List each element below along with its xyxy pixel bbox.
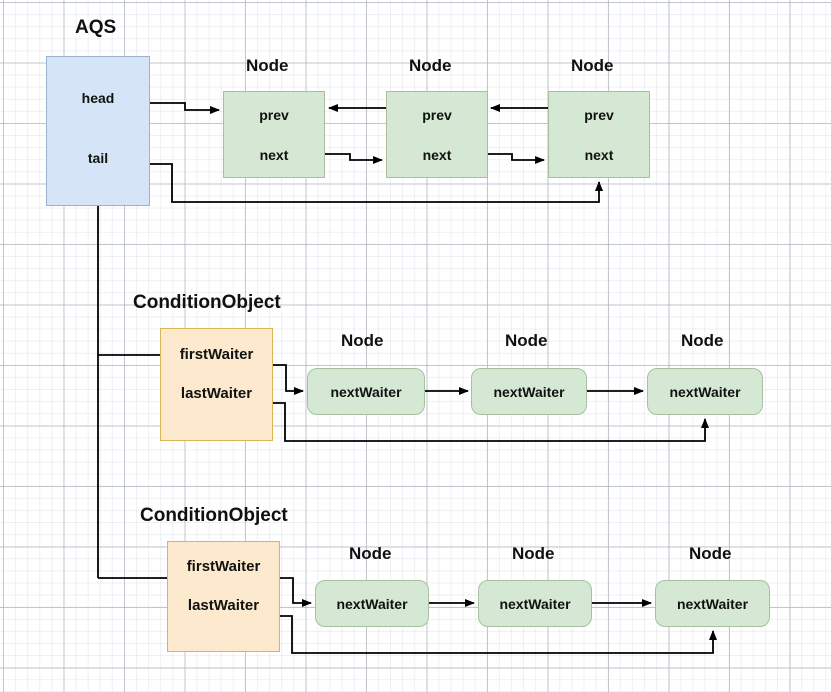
- cond2-waiter-node-2[interactable]: nextWaiter: [478, 580, 592, 627]
- condition-object-2-box[interactable]: firstWaiter lastWaiter: [167, 541, 280, 652]
- sync-node-1-caption: Node: [246, 56, 289, 75]
- condition-object-2-field-lastwaiter: lastWaiter: [187, 596, 260, 614]
- condition-object-1-title: ConditionObject: [133, 292, 281, 313]
- sync-node-2[interactable]: prev next: [386, 91, 488, 178]
- cond2-waiter-node-3[interactable]: nextWaiter: [655, 580, 770, 627]
- condition-object-2-title: ConditionObject: [140, 505, 288, 526]
- sync-node-2-field-next: next: [422, 146, 452, 163]
- aqs-title: AQS: [75, 17, 117, 38]
- aqs-box[interactable]: head tail: [46, 56, 150, 206]
- cond1-waiter-node-1[interactable]: nextWaiter: [307, 368, 425, 415]
- cond1-waiter-1-field: nextWaiter: [330, 383, 402, 400]
- sync-node-1-field-prev: prev: [259, 106, 289, 123]
- cond2-waiter-2-caption: Node: [512, 544, 555, 563]
- aqs-field-tail: tail: [87, 150, 109, 166]
- wire-cond2-first-to-waiter1: [280, 577, 312, 607]
- aqs-field-head: head: [81, 90, 115, 106]
- wire-cond1-first-to-waiter1: [273, 364, 304, 395]
- condition-object-1-box[interactable]: firstWaiter lastWaiter: [160, 328, 273, 441]
- cond2-waiter-node-1[interactable]: nextWaiter: [315, 580, 429, 627]
- sync-node-3-field-next: next: [584, 146, 614, 163]
- condition-object-2-field-firstwaiter: firstWaiter: [186, 557, 261, 575]
- cond1-waiter-node-2[interactable]: nextWaiter: [471, 368, 587, 415]
- wire-head-to-node1: [150, 102, 220, 114]
- cond2-waiter-1-caption: Node: [349, 544, 392, 563]
- cond1-waiter-2-caption: Node: [505, 331, 548, 350]
- cond2-waiter-3-field: nextWaiter: [676, 595, 749, 612]
- cond2-waiter-2-field: nextWaiter: [499, 595, 571, 612]
- sync-node-1[interactable]: prev next: [223, 91, 325, 178]
- cond1-waiter-2-field: nextWaiter: [493, 383, 565, 400]
- wire-tail-to-node3: [150, 163, 603, 203]
- sync-node-3-field-prev: prev: [584, 106, 614, 123]
- cond1-waiter-node-3[interactable]: nextWaiter: [647, 368, 763, 415]
- sync-node-3-caption: Node: [571, 56, 614, 75]
- cond2-waiter-3-caption: Node: [689, 544, 732, 563]
- condition-object-1-field-lastwaiter: lastWaiter: [180, 384, 253, 402]
- sync-node-2-caption: Node: [409, 56, 452, 75]
- cond1-waiter-3-caption: Node: [681, 331, 724, 350]
- condition-object-1-field-firstwaiter: firstWaiter: [179, 345, 254, 363]
- cond1-waiter-3-field: nextWaiter: [669, 383, 741, 400]
- sync-node-1-field-next: next: [259, 146, 289, 163]
- sync-node-2-field-prev: prev: [422, 106, 452, 123]
- cond1-waiter-1-caption: Node: [341, 331, 384, 350]
- sync-node-3[interactable]: prev next: [548, 91, 650, 178]
- cond2-waiter-1-field: nextWaiter: [336, 595, 408, 612]
